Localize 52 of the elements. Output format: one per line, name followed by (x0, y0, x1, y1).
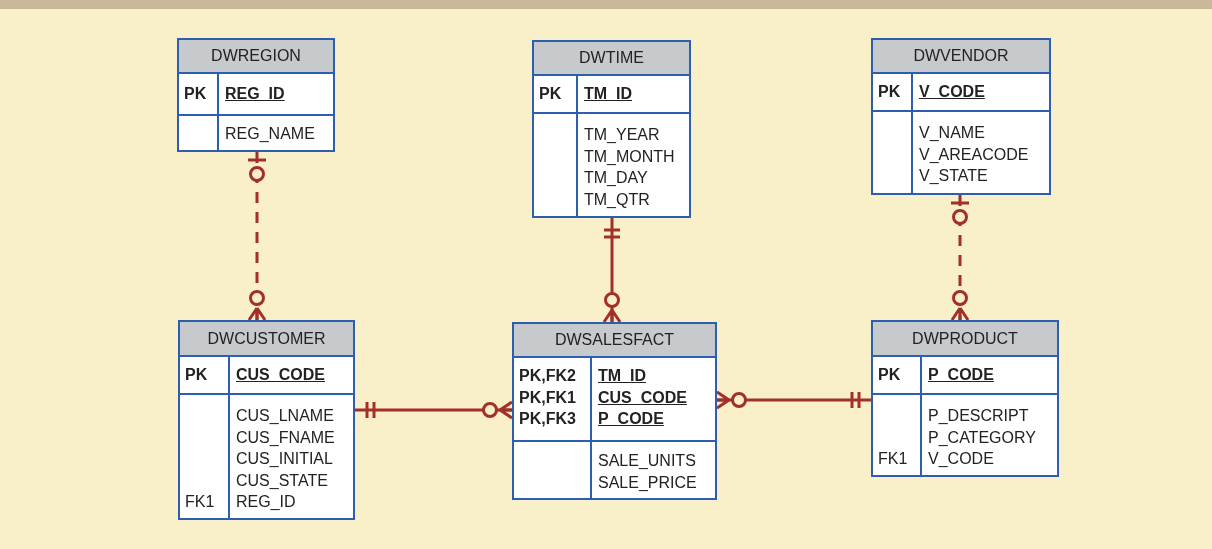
key-label: PK,FK1 (519, 387, 576, 408)
column-name: P_DESCRIPT (928, 406, 1029, 426)
column-name: CUS_CODE (598, 387, 687, 408)
column-name: V_CODE (928, 449, 994, 469)
relationship-line (949, 195, 971, 322)
entity-name: DWVENDOR (913, 47, 1009, 65)
entity-table (177, 38, 335, 152)
relationship-line (355, 400, 514, 420)
relationship-line (602, 218, 622, 324)
column-name: SALE_PRICE (598, 472, 697, 493)
key-label: FK1 (185, 492, 215, 512)
column-name: TM_QTR (584, 189, 650, 210)
entity-table (532, 40, 691, 218)
column-name: P_CATEGORY (928, 427, 1036, 448)
column-name: TM_ID (584, 84, 632, 105)
column-name: CUS_FNAME (236, 427, 335, 448)
column-name: V_NAME (919, 123, 985, 143)
entity-table (871, 320, 1059, 477)
key-label: PK,FK3 (519, 409, 576, 429)
column-name: REG_ID (236, 492, 296, 512)
column-name: TM_ID (598, 366, 646, 386)
column-name: P_CODE (928, 365, 994, 386)
entity-table (178, 320, 355, 520)
column-name: CUS_INITIAL (236, 449, 333, 469)
key-label: PK (878, 82, 901, 103)
key-label: FK1 (878, 449, 908, 469)
column-name: CUS_CODE (236, 365, 325, 386)
column-name: V_AREACODE (919, 144, 1029, 165)
column-name: V_CODE (919, 82, 985, 103)
column-name: V_STATE (919, 166, 988, 186)
entity-name: DWREGION (211, 47, 301, 65)
key-label: PK (184, 84, 207, 105)
column-name: TM_MONTH (584, 146, 675, 167)
column-name: SALE_UNITS (598, 451, 696, 471)
entity-name: DWPRODUCT (912, 329, 1018, 348)
key-label: PK (539, 84, 562, 105)
entity-name: DWTIME (579, 49, 644, 67)
key-label: PK,FK2 (519, 366, 576, 386)
key-label: PK (878, 365, 901, 386)
entity-table (871, 38, 1051, 195)
column-name: CUS_STATE (236, 470, 328, 491)
column-name: REG_NAME (225, 124, 315, 145)
entity-name: DWSALESFACT (554, 331, 675, 349)
entity-table (512, 322, 717, 500)
column-name: TM_DAY (584, 168, 648, 188)
column-name: P_CODE (598, 409, 664, 429)
column-name: CUS_LNAME (236, 406, 334, 426)
entity-name: DWCUSTOMER (207, 329, 326, 348)
column-name: REG_ID (225, 84, 285, 105)
key-label: PK (185, 365, 208, 386)
relationship-line (246, 152, 268, 322)
column-name: TM_YEAR (584, 125, 660, 145)
